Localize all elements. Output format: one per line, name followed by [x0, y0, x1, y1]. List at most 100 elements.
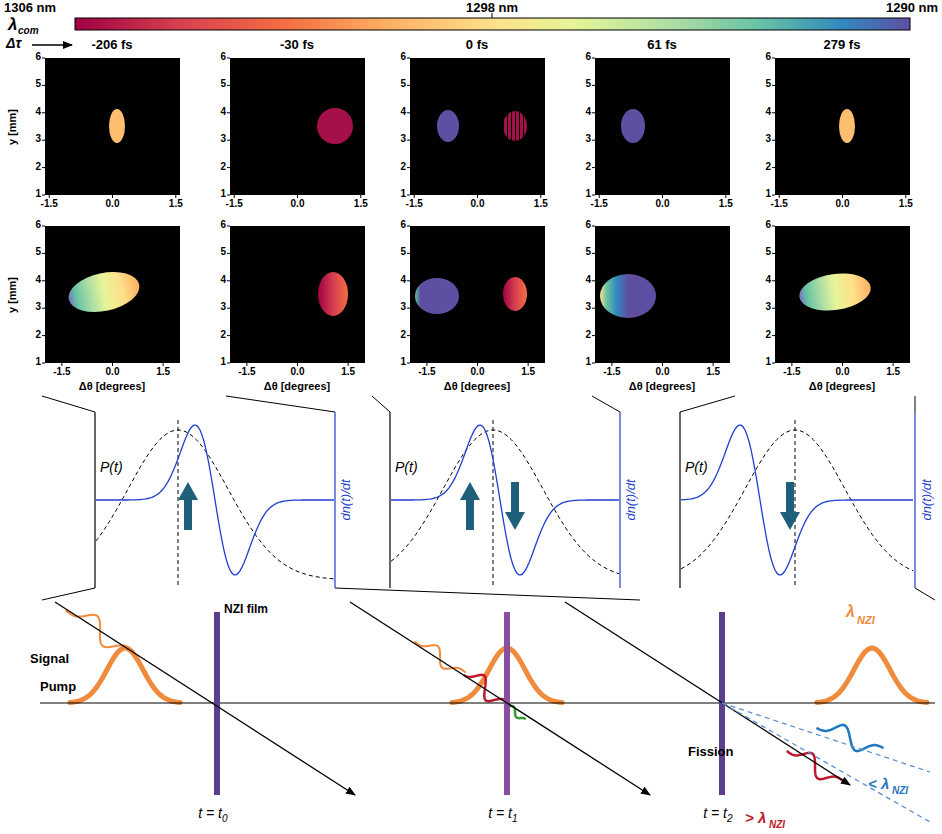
tick-mark: [227, 140, 230, 141]
tick-mark: [477, 363, 478, 366]
bottom-row-spots: [65, 266, 873, 318]
line-shape: [619, 412, 620, 588]
tick-label: 1: [220, 189, 226, 199]
colorbar-label: 1298 nm: [466, 1, 518, 14]
tick-mark: [772, 308, 775, 309]
tick-label: 4: [35, 107, 41, 117]
tick-label: 6: [35, 52, 41, 62]
tick-label: 3: [400, 134, 406, 144]
tick-label: 1.5: [534, 199, 548, 209]
tick-mark: [42, 140, 45, 141]
tick-mark: [407, 308, 410, 309]
tick-label: 2: [585, 330, 591, 340]
tick-label: 1.5: [521, 367, 535, 377]
tick-mark: [42, 112, 45, 113]
tick-label: -1.5: [53, 367, 70, 377]
tick-mark: [348, 363, 349, 366]
tick-mark: [407, 58, 410, 59]
tick-label: -1.5: [238, 367, 255, 377]
tick-mark: [227, 85, 230, 86]
axis-label: Δθ [degrees]: [264, 381, 330, 392]
pulse-center: [493, 420, 494, 586]
spot: [437, 110, 459, 142]
tick-label: 6: [220, 52, 226, 62]
down-arrow: [780, 482, 800, 530]
index-derivative: [96, 425, 334, 575]
tick-mark: [42, 58, 45, 59]
tick-mark: [234, 195, 235, 198]
tick-label: 2: [765, 330, 771, 340]
axis-line: [40, 703, 935, 704]
tick-mark: [540, 195, 541, 198]
axis-label: dn(t)/dt: [624, 479, 637, 520]
axis-label: Δθ [degrees]: [809, 381, 875, 392]
colorbar-label: 1290 nm: [886, 1, 938, 14]
tick-label: 6: [585, 52, 591, 62]
subscript: com: [18, 26, 39, 36]
axis-label: Δθ [degrees]: [629, 381, 695, 392]
tick-label: 1: [400, 357, 406, 367]
tick-label: 6: [220, 220, 226, 230]
axis-label: P(t): [395, 460, 418, 474]
tick-label: 1: [765, 189, 771, 199]
tick-mark: [772, 253, 775, 254]
time-label: t = t: [488, 806, 512, 820]
tick-mark: [407, 167, 410, 168]
tick-mark: [227, 253, 230, 254]
tick-label: 1.5: [706, 367, 720, 377]
tick-label: -1.5: [406, 199, 423, 209]
bracket-line: [372, 396, 390, 412]
tick-mark: [42, 363, 45, 364]
tick-label: 0.0: [291, 367, 305, 377]
delay-label: 279 fs: [824, 38, 861, 51]
tick-mark: [592, 308, 595, 309]
tick-mark: [227, 226, 230, 227]
subscript: 1: [512, 814, 518, 824]
tick-label: 4: [585, 107, 591, 117]
tick-label: 0.0: [471, 199, 485, 209]
image-panel: [595, 58, 730, 195]
delay-arrow: [32, 44, 72, 46]
line-shape: [334, 412, 335, 588]
index-derivative: [391, 425, 619, 575]
tick-mark: [297, 195, 298, 198]
tick-label: 6: [765, 52, 771, 62]
tick-label: 2: [35, 330, 41, 340]
tick-label: 0.0: [836, 199, 850, 209]
tick-mark: [592, 167, 595, 168]
index-derivative: [681, 425, 913, 575]
axis-label: y [mm]: [7, 109, 18, 145]
tick-mark: [599, 195, 600, 198]
brackets: [42, 396, 935, 600]
delay-label: -30 fs: [280, 38, 314, 51]
panel-group: [42, 58, 910, 366]
tick-mark: [772, 335, 775, 336]
tick-mark: [893, 363, 894, 366]
down-arrow: [505, 482, 525, 530]
tick-mark: [592, 112, 595, 113]
tick-label: 4: [220, 275, 226, 285]
tick-label: 1: [220, 357, 226, 367]
tick-label: 4: [765, 107, 771, 117]
tick-mark: [407, 363, 410, 364]
spot: [839, 109, 855, 143]
tick-mark: [227, 112, 230, 113]
time-label: t = t: [703, 806, 727, 820]
tick-label: 3: [765, 302, 771, 312]
tick-label: 1.5: [899, 199, 913, 209]
tick-mark: [592, 280, 595, 281]
tick-label: 2: [35, 162, 41, 172]
tick-mark: [592, 335, 595, 336]
tick-mark: [772, 85, 775, 86]
tick-mark: [611, 363, 612, 366]
tick-label: 3: [220, 134, 226, 144]
bracket-line: [42, 588, 95, 600]
bracket-line: [592, 396, 620, 412]
tick-mark: [772, 226, 775, 227]
signal-wave: [414, 641, 465, 672]
tick-label: 6: [35, 220, 41, 230]
tick-label: 5: [400, 247, 406, 257]
tick-label: 0.0: [656, 367, 670, 377]
